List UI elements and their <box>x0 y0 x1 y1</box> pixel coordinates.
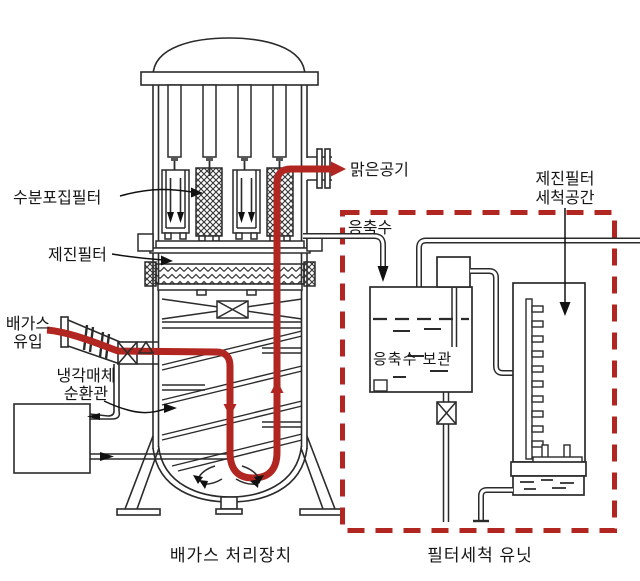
flow-line <box>46 165 331 482</box>
column-base <box>510 461 587 477</box>
wash-space-label-2: 세척공간 <box>536 189 595 207</box>
flow-overlays <box>117 340 264 489</box>
dust-filter-section <box>144 261 316 329</box>
vessel-legs <box>124 435 336 510</box>
moisture-filter-elements <box>195 167 294 242</box>
coolant-label-1: 냉각매체 <box>57 367 116 385</box>
flow-down-arrow <box>223 404 237 417</box>
tray-bracket-left <box>137 233 154 252</box>
coolant-box <box>13 403 91 474</box>
inlet-duct <box>67 319 121 365</box>
cartridge-left <box>161 169 190 240</box>
gas-inlet-label-2: 유입 <box>13 333 42 351</box>
dust-filter-label: 제진필터 <box>48 246 107 264</box>
condensate-label: 응축수 <box>348 219 392 237</box>
inlet-check-mark <box>137 340 155 354</box>
clean-air-arrow <box>331 161 346 177</box>
clean-air-label: 맑은공기 <box>350 161 409 179</box>
dust-filter-band <box>155 263 305 285</box>
caption-filter-wash-unit: 필터세척 유닛 <box>427 546 533 565</box>
inlet-valve-x <box>117 341 138 365</box>
wash-column <box>512 282 586 463</box>
condensate-tank <box>369 286 473 393</box>
moisture-filter-label: 수분포집필터 <box>13 189 101 207</box>
bottom-swirl-arrows <box>193 465 264 489</box>
dust-filter-leader <box>111 253 164 261</box>
filter-internals <box>137 84 323 254</box>
caption-treatment-device: 배가스 처리장치 <box>170 546 292 565</box>
vessel-drain-nozzle <box>220 496 238 510</box>
condensate-storage-label: 응축수 보관 <box>373 351 452 368</box>
filter-wash-unit-boundary <box>340 210 617 533</box>
coolant-unit <box>13 403 230 474</box>
filter-tray <box>155 240 305 249</box>
tank-to-column-pipe <box>470 268 513 376</box>
tank-bottom-notch <box>373 379 388 392</box>
coolant-leader <box>103 400 166 414</box>
tank-dip-tube <box>451 288 458 347</box>
column-water-basin <box>512 475 585 496</box>
filter-wash-unit <box>303 233 640 523</box>
gas-inlet-label-1: 배가스 <box>6 315 50 333</box>
vessel-dome <box>152 37 306 77</box>
condensate-inlet-arrow <box>377 266 389 282</box>
coolant-label-2: 순환관 <box>64 385 108 403</box>
tank-outlet-box <box>436 256 471 288</box>
labels: 수분포집필터 제진필터 배가스 유입 냉각매체 순환관 맑은공기 응축수 제진필… <box>6 161 595 565</box>
gas-flow-path <box>46 161 346 482</box>
vessel-top-flange <box>140 71 319 86</box>
coolant-return-arrow <box>87 413 100 420</box>
moisture-filter-leader <box>119 188 193 197</box>
cartridge-right <box>232 169 261 240</box>
wash-space-label-1: 제진필터 <box>536 170 595 188</box>
spray-comb <box>525 298 544 460</box>
coolant-supply-arrow <box>100 452 114 461</box>
flow-up-arrow <box>270 380 284 393</box>
basin-drain-pipe <box>478 487 513 520</box>
